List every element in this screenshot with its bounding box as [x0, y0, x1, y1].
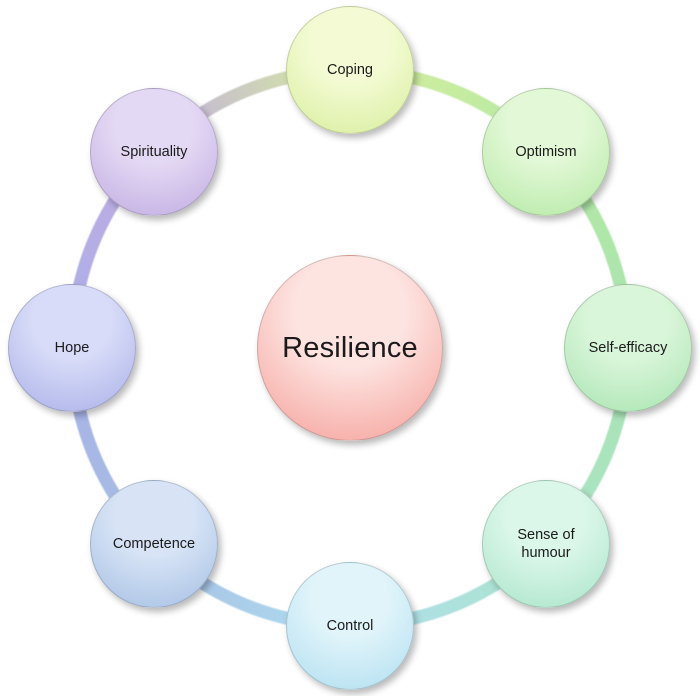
node-optimism-label: Optimism	[515, 143, 577, 160]
node-coping: Coping	[286, 6, 414, 134]
center-node-resilience: Resilience	[257, 255, 443, 441]
node-self-efficacy-label: Self-efficacy	[588, 339, 668, 356]
node-sense-of-humour: Sense of humour	[482, 480, 610, 608]
node-control: Control	[286, 562, 414, 690]
center-node-label: Resilience	[282, 331, 418, 364]
node-coping-label: Coping	[327, 61, 373, 78]
node-spirituality-label: Spirituality	[120, 143, 188, 160]
node-optimism: Optimism	[482, 88, 610, 216]
node-spirituality: Spirituality	[90, 88, 218, 216]
node-competence-label: Competence	[112, 535, 196, 552]
node-hope-label: Hope	[54, 339, 90, 356]
node-competence: Competence	[90, 480, 218, 608]
node-sense-of-humour-label: Sense of humour	[517, 526, 575, 561]
node-self-efficacy: Self-efficacy	[564, 284, 692, 412]
node-hope: Hope	[8, 284, 136, 412]
node-control-label: Control	[326, 617, 374, 634]
